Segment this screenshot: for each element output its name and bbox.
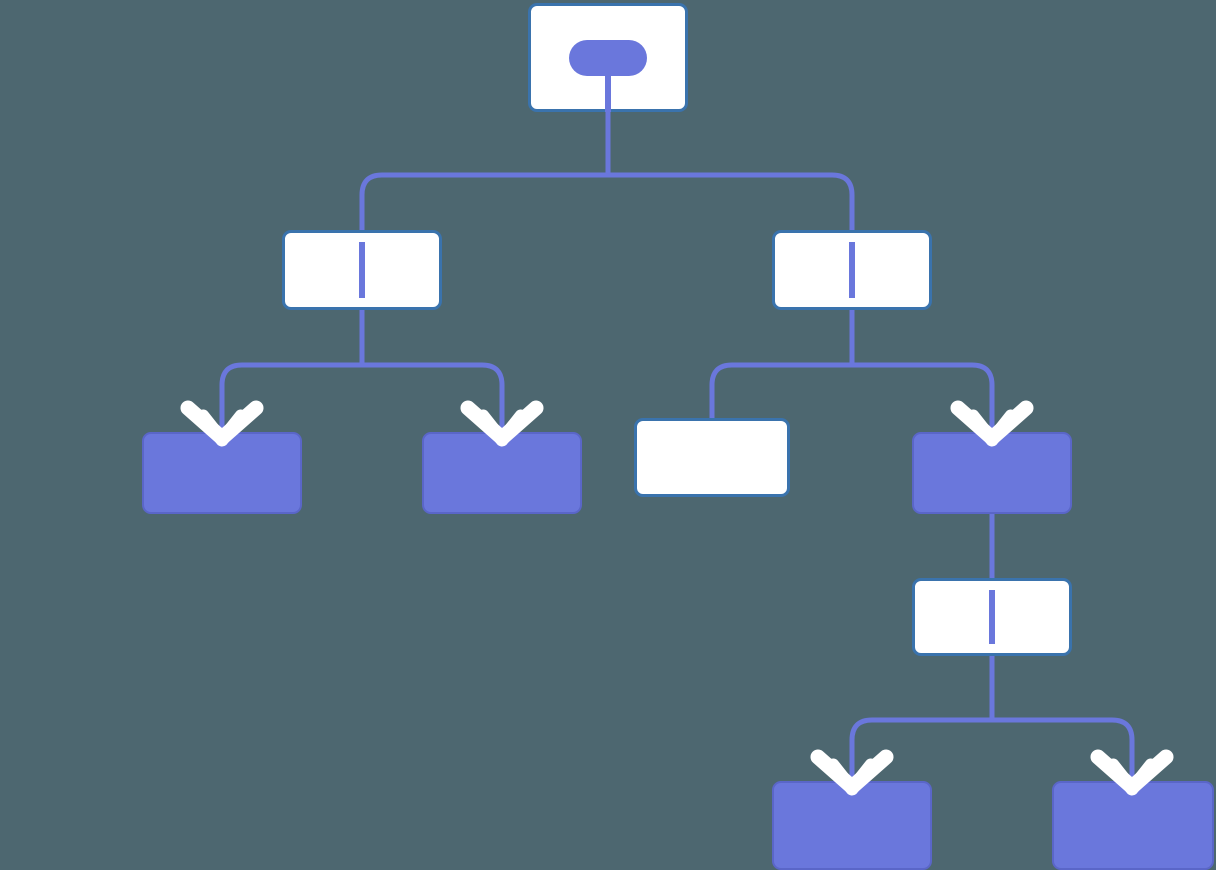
connector-e-l3-left [849, 717, 995, 784]
inner-connector-mark-m-l1-right [849, 242, 855, 298]
inner-connector-mark-m-l1-left [359, 242, 365, 298]
connector-e-l1l-a [219, 362, 365, 435]
connector-e-root-right [605, 172, 855, 233]
node-n-l4-left[interactable] [772, 781, 932, 870]
node-n-l2-c[interactable] [634, 418, 790, 497]
node-n-l2-a[interactable] [142, 432, 302, 514]
connector-e-l1l-b [359, 362, 505, 435]
connector-e-root-left [359, 172, 611, 233]
node-n-l2-d[interactable] [912, 432, 1072, 514]
node-n-l2-b[interactable] [422, 432, 582, 514]
root-node-pill-icon [569, 40, 647, 76]
connector-e-l3-right [989, 717, 1135, 784]
root-node-pill-stem [605, 76, 611, 112]
inner-connector-mark-m-l3 [989, 590, 995, 644]
node-n-l4-right[interactable] [1052, 781, 1214, 870]
connector-e-l1r-c [709, 362, 855, 421]
connector-e-l1r-d [849, 362, 995, 435]
